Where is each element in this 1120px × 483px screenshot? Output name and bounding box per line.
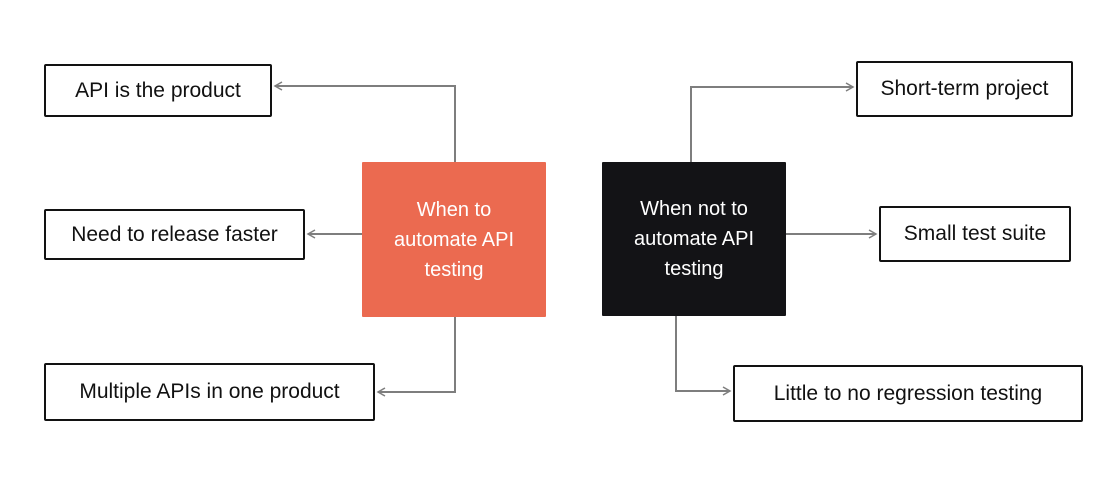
connector-hub-left-to-multi [378,317,456,392]
hub-right-label-line-3: testing [664,258,724,280]
connector-hub-right-to-regression [675,316,730,391]
hub-right-label-line-1: When not to [640,198,748,220]
branch-api-is-the-product: API is the product [44,64,272,117]
hub-left-label-line-3: testing [424,258,484,281]
hub-right-label-line-2: automate API [633,228,755,250]
hub-left-label-line-1: When to [416,198,492,221]
branch-small-test-suite: Small test suite [879,206,1071,262]
hub-when-to-automate-api-testing: When to automate API testing [362,162,546,317]
hub-right-label: When not to automate API testing [634,194,754,284]
branch-need-to-release-faster: Need to release faster [44,209,305,260]
hub-when-not-to-automate-api-testing: When not to automate API testing [602,162,786,316]
branch-multiple-apis-in-one-product: Multiple APIs in one product [44,363,375,421]
branch-short-term-project: Short-term project [856,61,1073,117]
hub-left-label: When to automate API testing [394,195,514,285]
hub-left-label-line-2: automate API [393,228,515,251]
branch-little-to-no-regression-testing: Little to no regression testing [733,365,1083,422]
connector-hub-left-to-api [275,86,456,162]
connector-hub-right-to-short [690,87,853,162]
